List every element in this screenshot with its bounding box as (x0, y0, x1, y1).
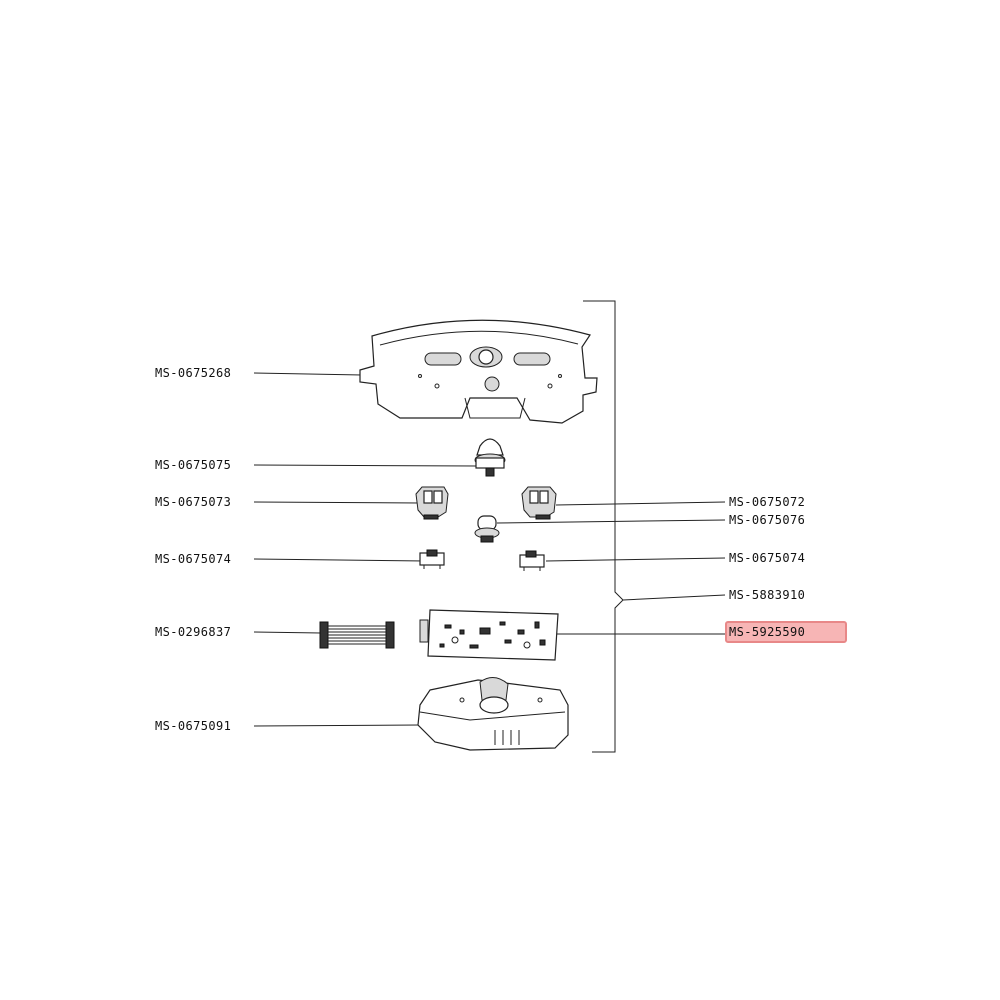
label-clip-right: MS-0675074 (729, 551, 806, 565)
clip-right-part (519, 550, 545, 571)
label-clip-left: MS-0675074 (155, 552, 232, 566)
pcb-part (419, 609, 559, 661)
label-assembly: MS-5883910 (729, 588, 806, 602)
label-button-left: MS-0675073 (155, 495, 232, 509)
label-knob: MS-0675075 (155, 458, 232, 472)
button-right-part (521, 486, 557, 520)
label-top-plate: MS-0675268 (155, 366, 232, 380)
knob-small-part (474, 515, 500, 543)
clip-left-part (419, 549, 445, 569)
label-pcb-highlighted[interactable]: MS-5925590 (725, 621, 848, 643)
ribbon-cable-part (319, 621, 395, 649)
label-ribbon-cable: MS-0296837 (155, 625, 232, 639)
label-button-right: MS-0675072 (729, 495, 806, 509)
bottom-housing-part (417, 677, 569, 751)
leader-lines (253, 372, 726, 727)
label-knob-small: MS-0675076 (729, 513, 806, 527)
top-plate-part (359, 319, 598, 424)
label-bottom-housing: MS-0675091 (155, 719, 232, 733)
button-left-part (415, 486, 449, 520)
knob-part (474, 438, 506, 477)
assembly-bracket (583, 300, 624, 753)
